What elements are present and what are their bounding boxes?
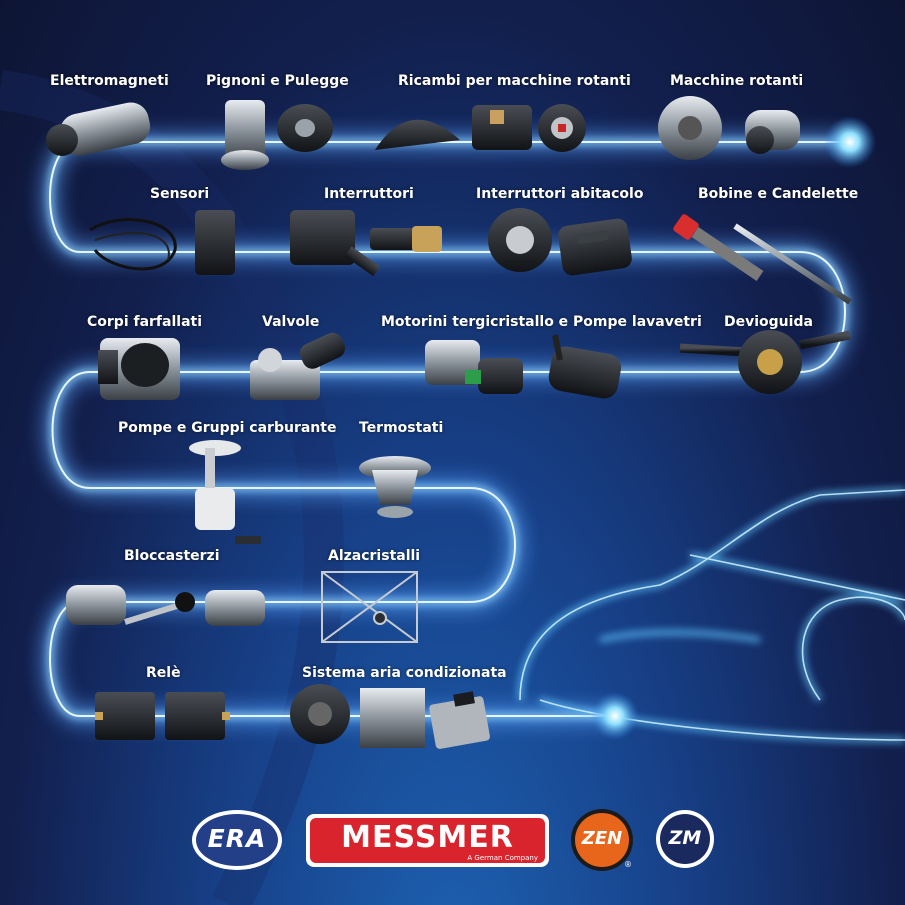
- label-rele: Relè: [146, 665, 181, 681]
- label-motorini-tergicristallo: Motorini tergicristallo e Pompe lavavetr…: [381, 314, 702, 330]
- start-light-spot: [824, 116, 876, 168]
- messmer-tagline: A German Company: [467, 854, 538, 862]
- wiper-motor-pump-icon: [425, 334, 622, 399]
- label-bloccasterzi: Bloccasterzi: [124, 548, 220, 564]
- zen-registered-mark: ®: [624, 860, 632, 869]
- label-sistema-aria-condizionata: Sistema aria condizionata: [302, 665, 507, 681]
- solenoid-icon: [46, 102, 151, 156]
- cabin-switch-icon: [488, 208, 632, 276]
- steering-lock-icon: [66, 585, 265, 626]
- era-logo-text: ERA: [207, 824, 267, 853]
- ac-system-icon: [290, 684, 490, 749]
- label-macchine-rotanti: Macchine rotanti: [670, 73, 804, 89]
- era-logo: ERA: [190, 808, 284, 872]
- label-interruttori-abitacolo: Interruttori abitacolo: [476, 186, 644, 202]
- zm-logo: ZM: [655, 808, 715, 870]
- relay-icon: [95, 692, 230, 740]
- window-regulator-icon: [321, 571, 418, 643]
- coil-glowplug-icon: [673, 214, 852, 305]
- fuel-pump-icon: [189, 440, 261, 544]
- label-pompe-gruppi-carburante: Pompe e Gruppi carburante: [118, 420, 337, 436]
- throttle-body-icon: [98, 338, 180, 400]
- messmer-logo: MESSMER A German Company: [305, 813, 550, 868]
- steering-column-switch-icon: [679, 330, 851, 394]
- label-alzacristalli: Alzacristalli: [328, 548, 421, 564]
- rotating-machine-parts-icon: [375, 104, 586, 152]
- switch-icon: [290, 210, 442, 277]
- label-ricambi-macchine-rotanti: Ricambi per macchine rotanti: [398, 73, 631, 89]
- label-pignoni-pulegge: Pignoni e Pulegge: [206, 73, 349, 89]
- sensor-icon: [89, 210, 235, 275]
- label-elettromagneti: Elettromagneti: [50, 73, 169, 89]
- label-corpi-farfallati: Corpi farfallati: [87, 314, 203, 330]
- valve-icon: [250, 332, 346, 400]
- label-termostati: Termostati: [359, 420, 444, 436]
- zen-logo: ZEN: [570, 808, 634, 872]
- label-sensori: Sensori: [150, 186, 210, 202]
- end-light-spot: [591, 692, 639, 740]
- label-interruttori: Interruttori: [324, 186, 414, 202]
- zen-logo-text: ZEN: [581, 828, 623, 849]
- label-devioguida: Devioguida: [724, 314, 813, 330]
- thermostat-icon: [359, 456, 431, 518]
- label-valvole: Valvole: [262, 314, 320, 330]
- messmer-logo-text: MESSMER: [341, 820, 514, 855]
- zm-logo-text: ZM: [668, 827, 702, 849]
- pinion-pulley-icon: [221, 100, 333, 170]
- alternator-starter-icon: [658, 96, 800, 160]
- label-bobine-candelette: Bobine e Candelette: [698, 186, 859, 202]
